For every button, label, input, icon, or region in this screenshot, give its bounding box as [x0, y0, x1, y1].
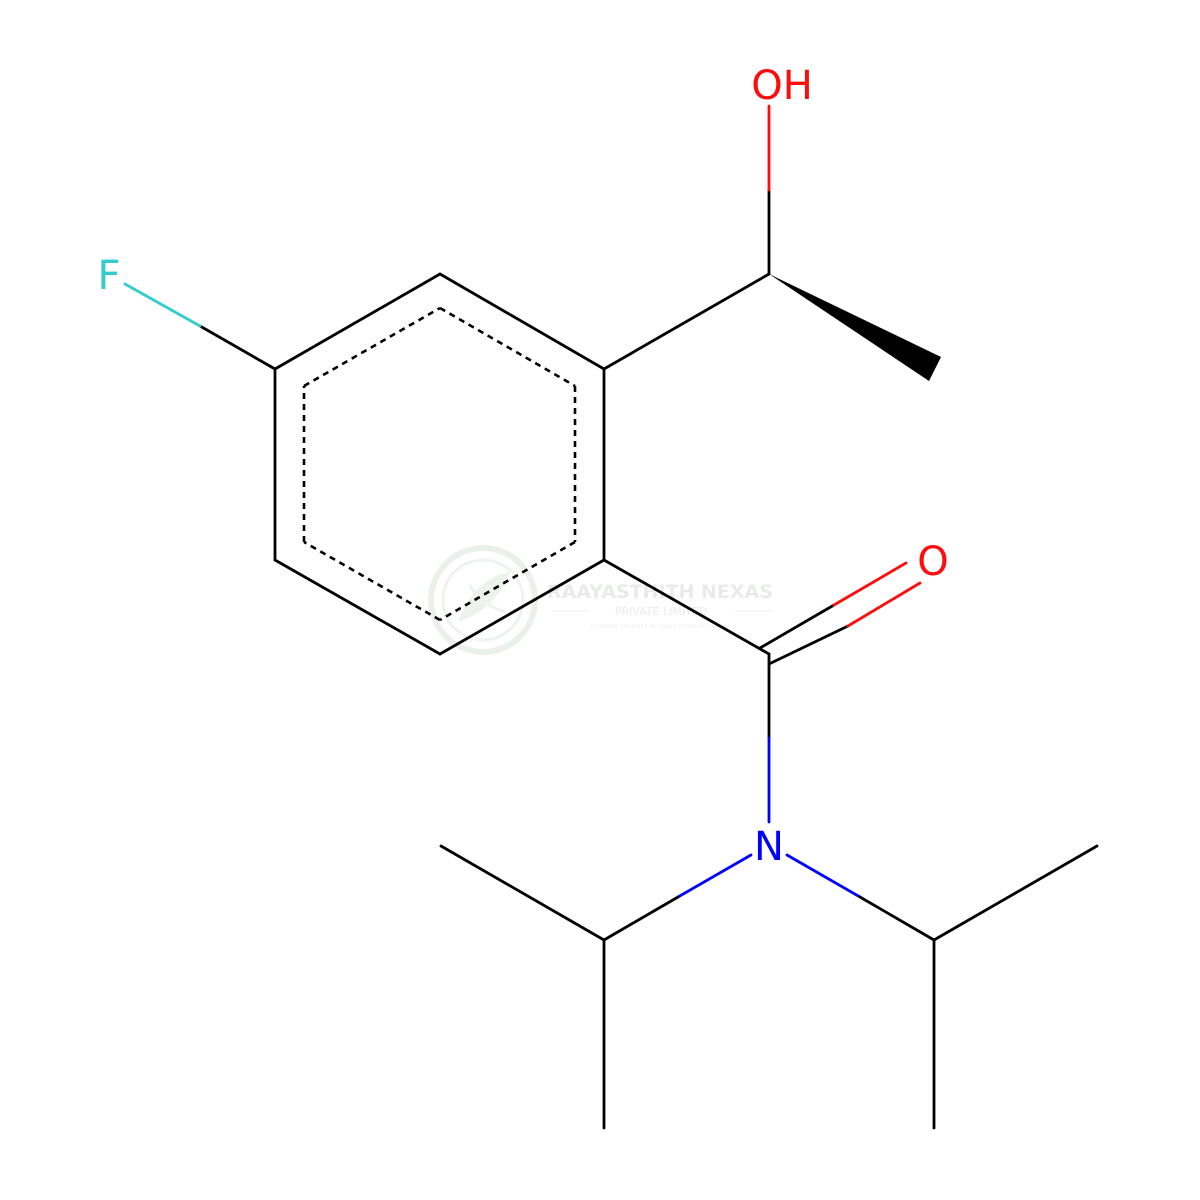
ring-to-carbonyl-bond	[602, 558, 771, 656]
benzene-ring	[273, 272, 606, 656]
ring-to-chiral-carbon-bond	[602, 272, 771, 371]
watermark-tagline: Complete solutions for every molecule jo…	[590, 623, 731, 630]
wedge-bond-methyl	[769, 274, 941, 381]
c-f-bond	[123, 282, 277, 371]
n-isopropyl-left	[439, 844, 753, 1130]
watermark-logo: RAAYASTHITH NEXAS PRIVATE LIMITED Comple…	[428, 545, 773, 655]
carbonyl-oxygen-label: O	[917, 539, 948, 585]
fluorine-label: F	[97, 253, 120, 299]
nitrogen-label: N	[754, 824, 784, 870]
c-o-double-bond	[758, 561, 922, 666]
watermark-subtitle: PRIVATE LIMITED	[615, 605, 707, 618]
aromatic-dashed-bonds	[302, 306, 577, 622]
n-isopropyl-right	[785, 844, 1099, 1130]
hydroxyl-label: OH	[751, 63, 813, 109]
